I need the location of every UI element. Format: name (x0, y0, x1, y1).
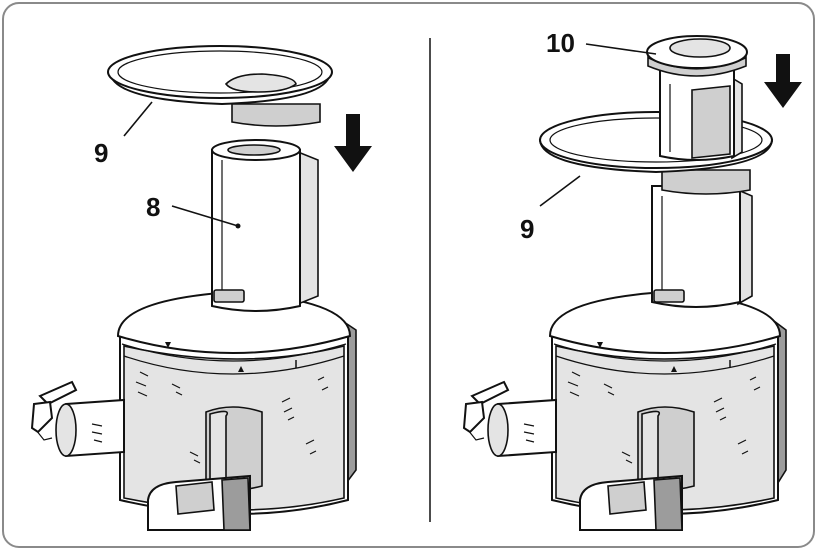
leader-line-pusher-right (585, 43, 657, 55)
down-arrow-right (764, 54, 802, 108)
leader-line-lid-left (123, 101, 153, 137)
callout-lid-right: 9 (520, 214, 534, 244)
feeding-tube-left (211, 139, 319, 312)
left-panel (30, 45, 372, 531)
callout-feeding-tube-left: 8 (146, 192, 160, 222)
callout-lid-left: 9 (94, 138, 108, 168)
juicer-body-right (462, 290, 787, 531)
pusher-right (646, 35, 748, 161)
feeding-tube-right (651, 185, 753, 308)
leader-line-tube-left (171, 205, 239, 227)
lid-left (107, 45, 333, 127)
leader-line-lid-right (539, 175, 581, 207)
down-arrow-left (334, 114, 372, 172)
right-panel (462, 35, 802, 531)
callout-pusher-right: 10 (546, 28, 575, 58)
